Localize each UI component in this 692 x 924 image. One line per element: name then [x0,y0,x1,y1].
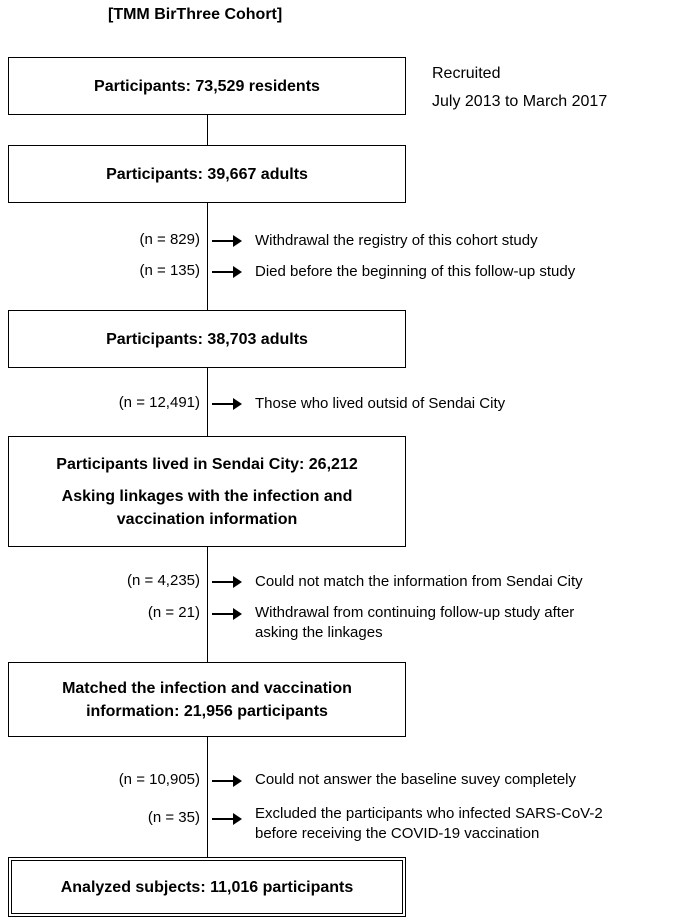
box-text: Participants: 38,703 adults [106,330,308,348]
box-participants-adults-1: Participants: 39,667 adults [8,145,406,203]
connector-2 [207,203,209,310]
connector-5 [207,737,209,857]
box-participants-residents: Participants: 73,529 residents [8,57,406,115]
box-text: Participants: 39,667 adults [106,165,308,183]
box-text: Analyzed subjects: 11,016 participants [60,878,354,896]
box-sendai-participants: Participants lived in Sendai City: 26,21… [8,436,406,547]
recruited-note: Recruited July 2013 to March 2017 [432,60,607,116]
exclusion-count: (n = 4,235) [127,572,200,589]
box-text: information: 21,956 participants [86,702,328,720]
recruited-label: Recruited [432,65,501,82]
exclusion-reason: Withdrawal the registry of this cohort s… [255,232,538,249]
exclusion-count: (n = 10,905) [118,771,200,788]
exclusion-count: (n = 135) [139,262,200,279]
exclusion-reason: Could not answer the baseline suvey comp… [255,771,577,788]
exclusion-count: (n = 829) [139,231,200,248]
exclusion-reason: Withdrawal from continuing follow-up stu… [255,604,575,641]
exclusion-count: (n = 12,491) [118,394,200,411]
box-text: Participants lived in Sendai City: 26,21… [56,455,358,473]
exclusion-arrow [212,266,242,278]
box-participants-adults-2: Participants: 38,703 adults [8,310,406,368]
exclusion-count: (n = 21) [147,604,200,621]
diagram-title: [TMM BirThree Cohort] [108,6,283,23]
exclusion-arrow [212,608,242,620]
recruited-period: July 2013 to March 2017 [432,93,608,110]
exclusion-reason: Excluded the participants who infected S… [255,805,603,842]
box-text: Participants: 73,529 residents [94,77,320,95]
box-text: vaccination information [116,510,298,528]
exclusion-reason: Those who lived outsid of Sendai City [255,395,506,412]
exclusion-arrow [212,398,242,410]
connector-4 [207,547,209,662]
connector-1 [207,115,209,145]
exclusion-arrow [212,576,242,588]
exclusion-arrow [212,775,242,787]
connector-3 [207,368,209,436]
box-text: Asking linkages with the infection and [61,487,353,505]
box-matched-participants: Matched the infection and vaccination in… [8,662,406,737]
exclusion-arrow [212,813,242,825]
exclusion-arrow [212,235,242,247]
box-analyzed-subjects: Analyzed subjects: 11,016 participants [8,857,406,917]
exclusion-reason: Could not match the information from Sen… [255,573,583,590]
exclusion-count: (n = 35) [147,809,200,826]
box-text: Matched the infection and vaccination [62,679,352,697]
exclusion-reason: Died before the beginning of this follow… [255,263,576,280]
